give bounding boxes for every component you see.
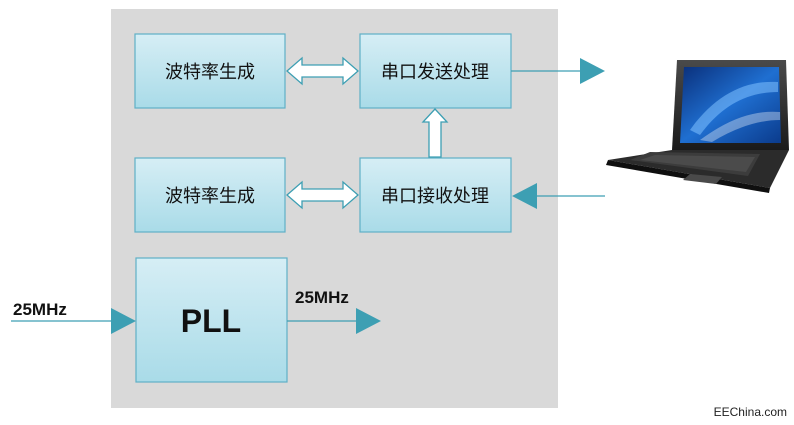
- laptop-icon: [606, 60, 789, 193]
- baud-gen-block-2: 波特率生成: [134, 157, 286, 233]
- double-arrow-baud-tx: [286, 56, 359, 86]
- uart-rx-label: 串口接收处理: [381, 186, 489, 207]
- clk-out-arrowhead: [356, 308, 381, 334]
- pll-label: PLL: [181, 303, 241, 339]
- uart-tx-block: 串口发送处理: [359, 33, 512, 109]
- baud-gen-block-1: 波特率生成: [134, 33, 286, 109]
- rx-in-arrowhead: [512, 183, 537, 209]
- double-arrow-baud-rx: [286, 180, 359, 210]
- watermark: EEChina.com: [714, 405, 787, 419]
- tx-out-arrowhead: [580, 58, 605, 84]
- baud-gen-label-2: 波特率生成: [165, 186, 255, 207]
- clk-out-label: 25MHz: [295, 288, 349, 307]
- uart-tx-label: 串口发送处理: [381, 62, 489, 83]
- clk-in-arrowhead: [111, 308, 136, 334]
- baud-gen-label-1: 波特率生成: [165, 62, 255, 83]
- clk-in-label: 25MHz: [13, 300, 67, 319]
- up-arrow-rx-to-tx: [421, 108, 449, 158]
- pll-block: PLL: [135, 257, 288, 383]
- uart-rx-block: 串口接收处理: [359, 157, 512, 233]
